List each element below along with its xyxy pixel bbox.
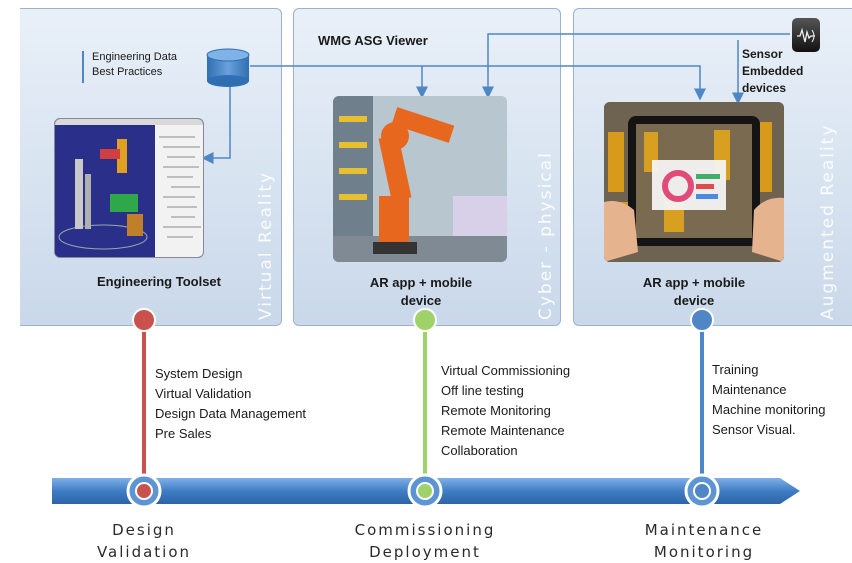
maintenance-stage-line2: Monitoring <box>653 543 755 561</box>
ar-tablet-image <box>604 102 784 262</box>
maintenance-item: Sensor Visual. <box>712 422 796 437</box>
cyber-caption-line1: AR app + mobile <box>369 275 473 290</box>
design-items: System Design Virtual Validation Design … <box>155 364 306 444</box>
db-label-bar <box>82 51 84 83</box>
design-item: Design Data Management <box>155 406 307 421</box>
ar-caption-line2: device <box>673 293 715 308</box>
database-label-line2: Best Practices <box>92 66 163 78</box>
database-icon <box>206 48 250 87</box>
maintenance-top-marker <box>690 308 714 332</box>
cyber-caption-line2: device <box>400 293 442 308</box>
commissioning-items: Virtual Commissioning Off line testing R… <box>441 361 570 461</box>
design-item: System Design <box>155 366 243 381</box>
commissioning-bottom-marker <box>416 482 434 500</box>
cyber-panel-title: WMG ASG Viewer <box>318 33 428 48</box>
commissioning-item: Virtual Commissioning <box>441 363 571 378</box>
maintenance-item: Maintenance <box>712 382 787 397</box>
engineering-toolset-image <box>54 118 204 258</box>
design-stage-line1: Design <box>112 521 176 539</box>
commissioning-item: Collaboration <box>441 443 518 458</box>
design-item: Virtual Validation <box>155 386 252 401</box>
sensor-label: Sensor Embedded devices <box>742 46 803 97</box>
robot-cell-image <box>333 96 507 262</box>
commissioning-item: Off line testing <box>441 383 524 398</box>
ar-caption: AR app + mobile device <box>604 274 784 310</box>
database-label: Engineering Data Best Practices <box>92 50 177 80</box>
sensor-to-cyber-line <box>482 33 790 99</box>
maintenance-item: Machine monitoring <box>712 402 826 417</box>
maintenance-bottom-marker <box>693 482 711 500</box>
design-top-marker <box>132 308 156 332</box>
cyber-caption: AR app + mobile device <box>333 274 509 310</box>
ar-caption-line1: AR app + mobile <box>642 275 746 290</box>
maintenance-item: Training <box>712 362 759 377</box>
commissioning-stage-line2: Deployment <box>369 543 481 561</box>
commissioning-stage-line1: Commissioning <box>354 521 496 539</box>
commissioning-stage-label: Commissioning Deployment <box>345 519 505 563</box>
sensor-label-line1: Sensor <box>742 47 783 61</box>
database-label-line1: Engineering Data <box>92 51 178 63</box>
maintenance-items: Training Maintenance Machine monitoring … <box>712 360 825 440</box>
commissioning-item: Remote Maintenance <box>441 423 565 438</box>
sensor-icon <box>792 18 820 52</box>
design-bottom-marker <box>135 482 153 500</box>
design-item: Pre Sales <box>155 426 212 441</box>
db-to-ar-device-line <box>250 65 706 101</box>
maintenance-stage-label: Maintenance Monitoring <box>634 519 774 563</box>
sensor-label-line2: Embedded <box>742 64 804 78</box>
sensor-label-line3: devices <box>742 81 787 95</box>
vr-caption: Engineering Toolset <box>97 274 221 289</box>
db-to-toolset-line <box>201 82 231 164</box>
design-stage-label: Design Validation <box>84 519 204 563</box>
maintenance-stage-line1: Maintenance <box>644 521 764 539</box>
design-stage-line2: Validation <box>96 543 192 561</box>
commissioning-top-marker <box>413 308 437 332</box>
commissioning-item: Remote Monitoring <box>441 403 551 418</box>
